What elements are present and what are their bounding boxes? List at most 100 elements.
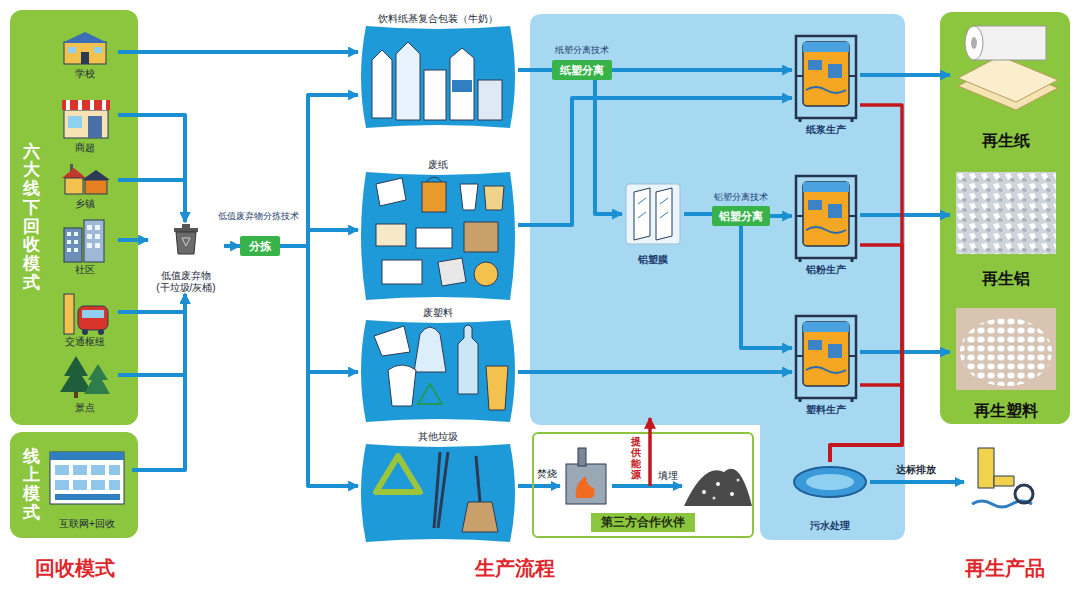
aluminium-picture [956, 172, 1056, 254]
process-box-text: 铝塑分离 [719, 209, 763, 223]
source-node-text: 乡镇 [75, 197, 95, 210]
product-node-text: 再生铝 [982, 269, 1030, 288]
paper-roll-picture [974, 26, 1046, 60]
carton-pictures [452, 80, 472, 92]
lens-shape [361, 444, 515, 542]
film-node: 铝塑膜 [622, 182, 684, 266]
trash-bin-icon [176, 232, 196, 254]
source-node-text: 商超 [75, 141, 95, 154]
supermarket-icon [62, 100, 110, 110]
arrow-label: 填埋 [658, 470, 678, 482]
flow-arrow [518, 68, 552, 72]
process-arrow [534, 484, 560, 488]
process-arrow [612, 484, 682, 488]
outlet-picture [972, 448, 1033, 507]
plastic-pictures [418, 384, 442, 404]
plastic-pictures [486, 366, 508, 410]
other-waste-pictures [376, 456, 420, 492]
machine-node-text: 铝粉生产 [806, 263, 846, 276]
process-region [530, 14, 905, 540]
paper-pictures [484, 186, 504, 210]
paper-pictures [426, 177, 442, 182]
outlet-picture [972, 501, 1032, 507]
product-node-text: 再生纸 [982, 131, 1030, 150]
flow-arrow [860, 213, 950, 217]
process-box-text: 纸塑分离 [560, 63, 604, 77]
school-icon [81, 52, 89, 64]
transport-icon [82, 310, 104, 318]
supermarket-icon [68, 116, 82, 128]
technique-label: 纸塑分离技术 [555, 44, 609, 56]
carton-pictures [372, 50, 392, 118]
landfill-picture [684, 469, 752, 506]
town-icon [85, 180, 107, 194]
lens-shape [358, 430, 518, 542]
lens-shape [358, 306, 518, 422]
community-icon [84, 220, 104, 262]
supermarket-icon [64, 110, 108, 138]
trash-bin-icon [182, 224, 190, 228]
flow-arrow [860, 350, 950, 354]
machine-node: 铝粉生产 [792, 174, 860, 276]
source-node: 商超 [52, 92, 118, 154]
supermarket-icon [68, 100, 104, 110]
aluminium-picture [956, 172, 1056, 254]
furnace-picture [566, 448, 606, 504]
flow-arrow [118, 238, 148, 242]
paper-pictures [438, 258, 466, 286]
other-waste-pictures [462, 502, 498, 532]
paper-pictures [382, 260, 422, 284]
transport-icon [64, 294, 108, 335]
flow-arrow [280, 246, 358, 486]
flow-arrow [118, 180, 185, 222]
paper-roll-picture [958, 64, 1058, 110]
carton-pictures [396, 42, 420, 120]
supermarket-icon [88, 116, 102, 138]
technique-label: 低值废弃物分拣技术 [218, 210, 299, 222]
outlet-picture [978, 448, 994, 488]
product-node: 再生纸 [950, 18, 1062, 150]
offline-panel: 六大线下回收模式学校商超乡镇社区交通枢纽景点 [10, 10, 138, 425]
flow-arrow [741, 226, 792, 348]
material-stream-text: 饮料纸基复合包装（牛奶） [378, 12, 498, 26]
process-box-text: 分拣 [249, 239, 271, 253]
paper-pictures [376, 224, 406, 246]
online-icon [55, 494, 120, 500]
arrow-label: 填埋 [658, 470, 678, 482]
flow-arrow [860, 73, 950, 77]
scenic-icon [60, 356, 92, 392]
landfill-picture [730, 492, 734, 496]
scenic-icon [60, 356, 110, 398]
school-icon [64, 42, 106, 64]
transport-icon [64, 294, 74, 334]
lens-shape [361, 26, 515, 128]
community-icon [67, 225, 100, 252]
sewage-node-text: 污水处理 [810, 519, 850, 532]
technique-label: 低值废弃物分拣技术 [218, 210, 299, 222]
material-stream: 饮料纸基复合包装（牛奶） [358, 12, 518, 128]
school-icon [62, 32, 108, 43]
lens-shape [358, 158, 518, 300]
trash-bin-icon [174, 224, 198, 254]
wastewater-line [830, 105, 902, 462]
flow-arrow [518, 98, 792, 225]
offline-panel-text: 六大线下回收模式 [23, 143, 40, 293]
landfill-picture [716, 482, 720, 486]
online-icon [50, 452, 124, 504]
online-icon [50, 452, 124, 504]
process-arrow [648, 418, 652, 486]
wastewater-line [830, 385, 902, 462]
product-node-text: 再生塑料 [974, 401, 1038, 420]
other-waste-pictures [376, 452, 498, 532]
town-icon [65, 178, 83, 194]
furnace-picture [566, 464, 606, 504]
paper-pictures [422, 182, 446, 212]
technique-label: 铝塑分离技术 [714, 191, 768, 203]
plastic-pictures [388, 365, 416, 406]
machine-picture [796, 36, 856, 122]
paper-roll-picture [965, 26, 983, 60]
section-label: 回收模式 [35, 556, 115, 580]
plastic-pellet-picture [956, 308, 1056, 390]
